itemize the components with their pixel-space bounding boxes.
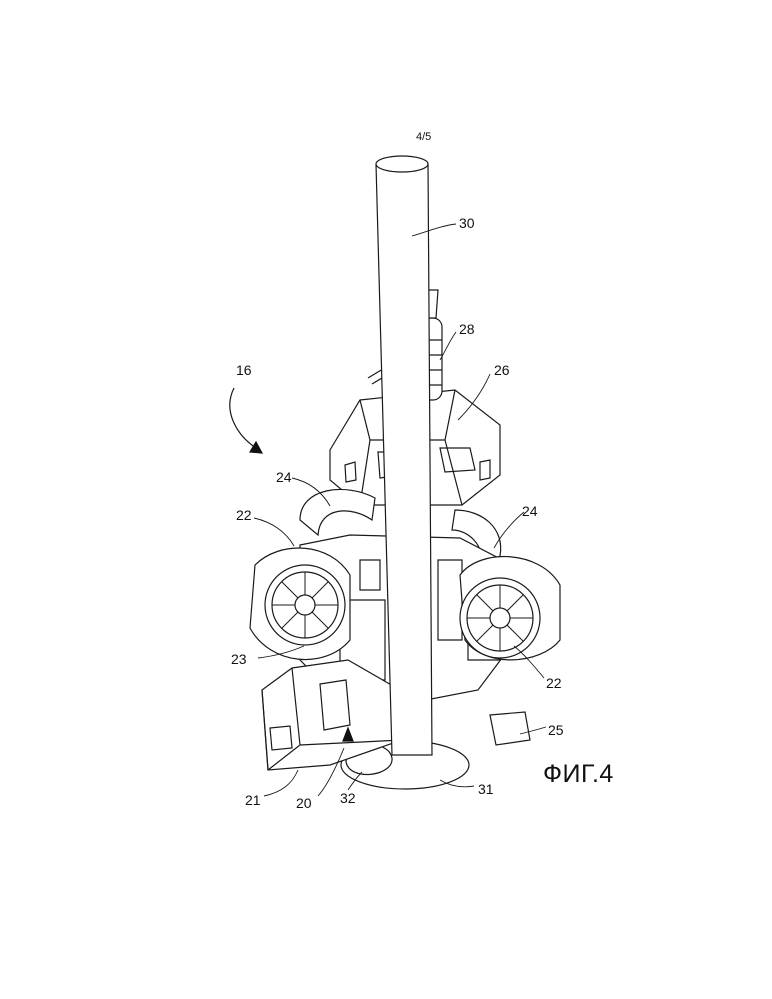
ref-numeral-31: 31	[478, 781, 494, 797]
ref-numeral-25: 25	[548, 722, 564, 738]
assembly-arrow	[230, 388, 256, 448]
ref-numeral-21: 21	[245, 792, 261, 808]
ref-numeral-28: 28	[459, 321, 475, 337]
ref-numeral-24-right: 24	[522, 503, 538, 519]
ref-numeral-26: 26	[494, 362, 510, 378]
ref-numeral-24-left: 24	[276, 469, 292, 485]
ref-numeral-22-left: 22	[236, 507, 252, 523]
ref-numeral-16: 16	[236, 362, 252, 378]
ref-numeral-23: 23	[231, 651, 247, 667]
figure-label: ФИГ.4	[543, 760, 614, 789]
feed-roller-left	[250, 548, 350, 660]
ref-numeral-22-right: 22	[546, 675, 562, 691]
feed-roller-right	[460, 557, 560, 660]
bracket	[490, 712, 530, 745]
ref-numeral-30: 30	[459, 215, 475, 231]
ref-numeral-32: 32	[340, 790, 356, 806]
arm-left	[300, 489, 375, 535]
ref-numeral-20: 20	[296, 795, 312, 811]
